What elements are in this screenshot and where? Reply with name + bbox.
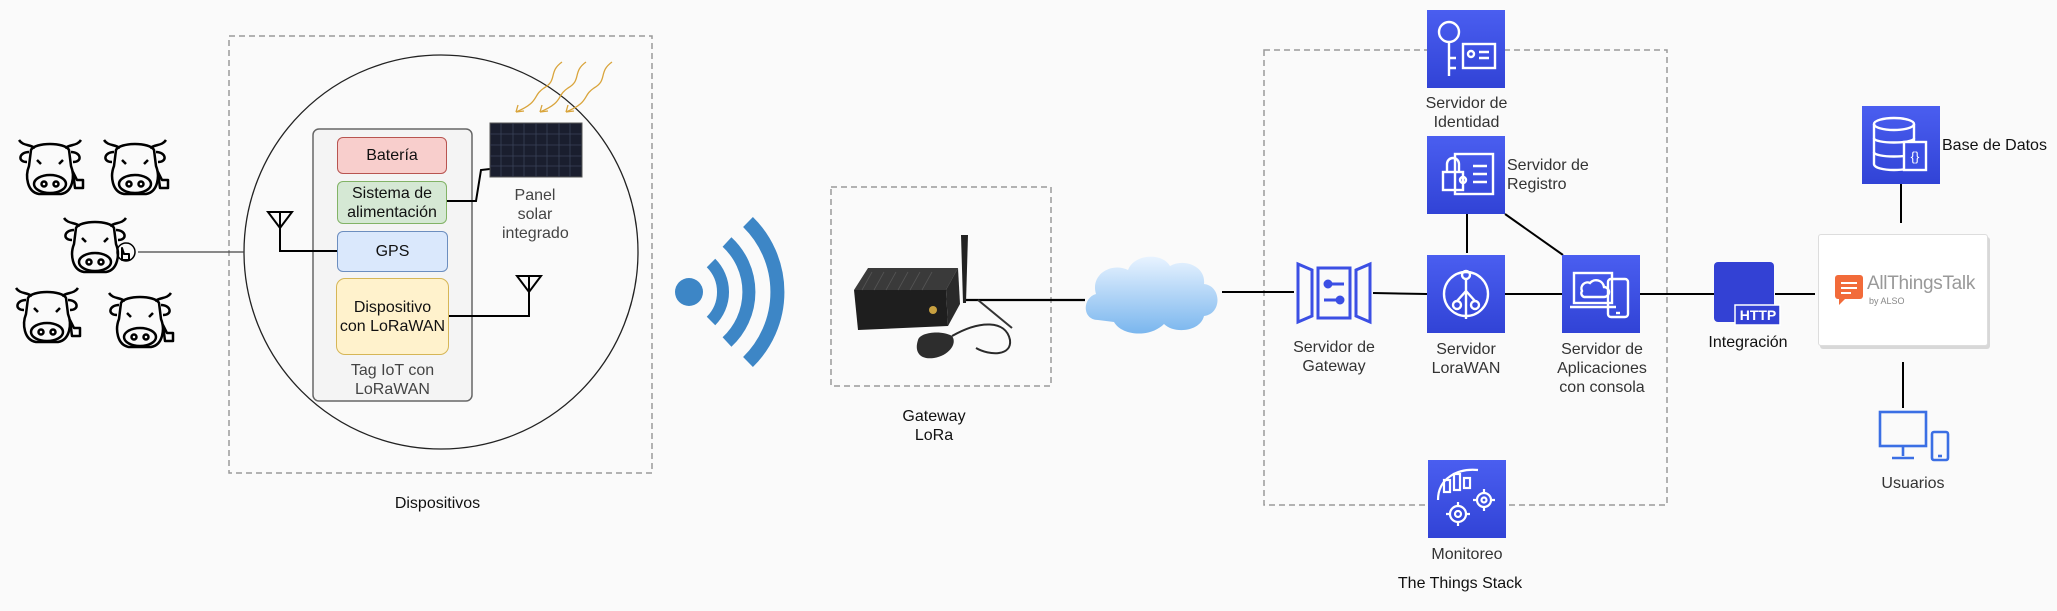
lorawan-server-label: Servidor LoraWAN: [1431, 341, 1501, 377]
http-badge-text: HTTP: [1739, 307, 1777, 323]
lora-to-antenna-line: [448, 293, 530, 317]
cow-icon: [60, 210, 138, 280]
registry-server-icon: [1427, 136, 1505, 214]
svg-text:{}: {}: [1911, 149, 1920, 164]
antenna-icon: [266, 211, 294, 232]
identity-server-label: Servidor de Identidad: [1425, 95, 1508, 131]
cow-icon: [100, 132, 170, 202]
lorawan-device-box: Dispositivo con LoRaWAN: [336, 278, 449, 355]
cow-icon: [12, 280, 82, 350]
users-label: Usuarios: [1881, 475, 1945, 492]
application-server-icon: [1562, 255, 1640, 333]
gwserver-to-lorawan-line: [1372, 292, 1428, 295]
allthingstalk-platform: AllThingsTalk by ALSO: [1818, 234, 1988, 346]
devices-group-box: [228, 35, 653, 474]
battery-box: Batería: [337, 137, 447, 174]
cow-icon: [105, 285, 175, 355]
devices-title: Dispositivos: [394, 495, 481, 512]
monitoring-icon: [1428, 460, 1506, 538]
registry-to-app-line: [1504, 213, 1564, 256]
gateway-label: Gateway LoRa: [902, 408, 966, 444]
platform-sub: by ALSO: [1869, 296, 1905, 306]
database-label: Base de Datos: [1942, 137, 2047, 154]
application-server-label: Servidor de Aplicaciones con consola: [1557, 341, 1647, 396]
platform-name: AllThingsTalk: [1867, 273, 1976, 294]
wifi-signal-icon: [675, 217, 785, 367]
things-stack-title: The Things Stack: [1397, 575, 1523, 592]
chat-icon: [1835, 275, 1863, 305]
users-icon: [1876, 406, 1952, 470]
power-to-panel-line: [447, 168, 491, 202]
solar-panel-icon: [489, 122, 583, 178]
antenna-icon: [515, 275, 543, 296]
power-system-box: Sistema de alimentación: [337, 181, 447, 224]
gateway-group-box: [830, 186, 1052, 387]
identity-server-icon: [1427, 10, 1505, 88]
gateway-server-label: Servidor de Gateway: [1293, 339, 1375, 375]
lorawan-server-icon: [1427, 255, 1505, 333]
cow-icon: [15, 132, 85, 202]
gateway-server-icon: [1294, 256, 1374, 330]
integration-label: Integración: [1708, 334, 1788, 351]
sun-rays-icon: [515, 61, 613, 113]
cloud-icon: [1085, 256, 1218, 334]
solar-panel-label: Panel solar integrado: [502, 187, 569, 242]
http-integration-icon: [1714, 262, 1781, 326]
tag-label: Tag IoT con LoRaWAN: [350, 362, 435, 398]
monitoring-label: Monitoreo: [1431, 546, 1503, 563]
registry-server-label: Servidor de Registro: [1507, 157, 1589, 193]
database-icon: {}: [1862, 106, 1940, 184]
gps-box: GPS: [337, 231, 448, 272]
gateway-device-image: [854, 235, 1013, 359]
